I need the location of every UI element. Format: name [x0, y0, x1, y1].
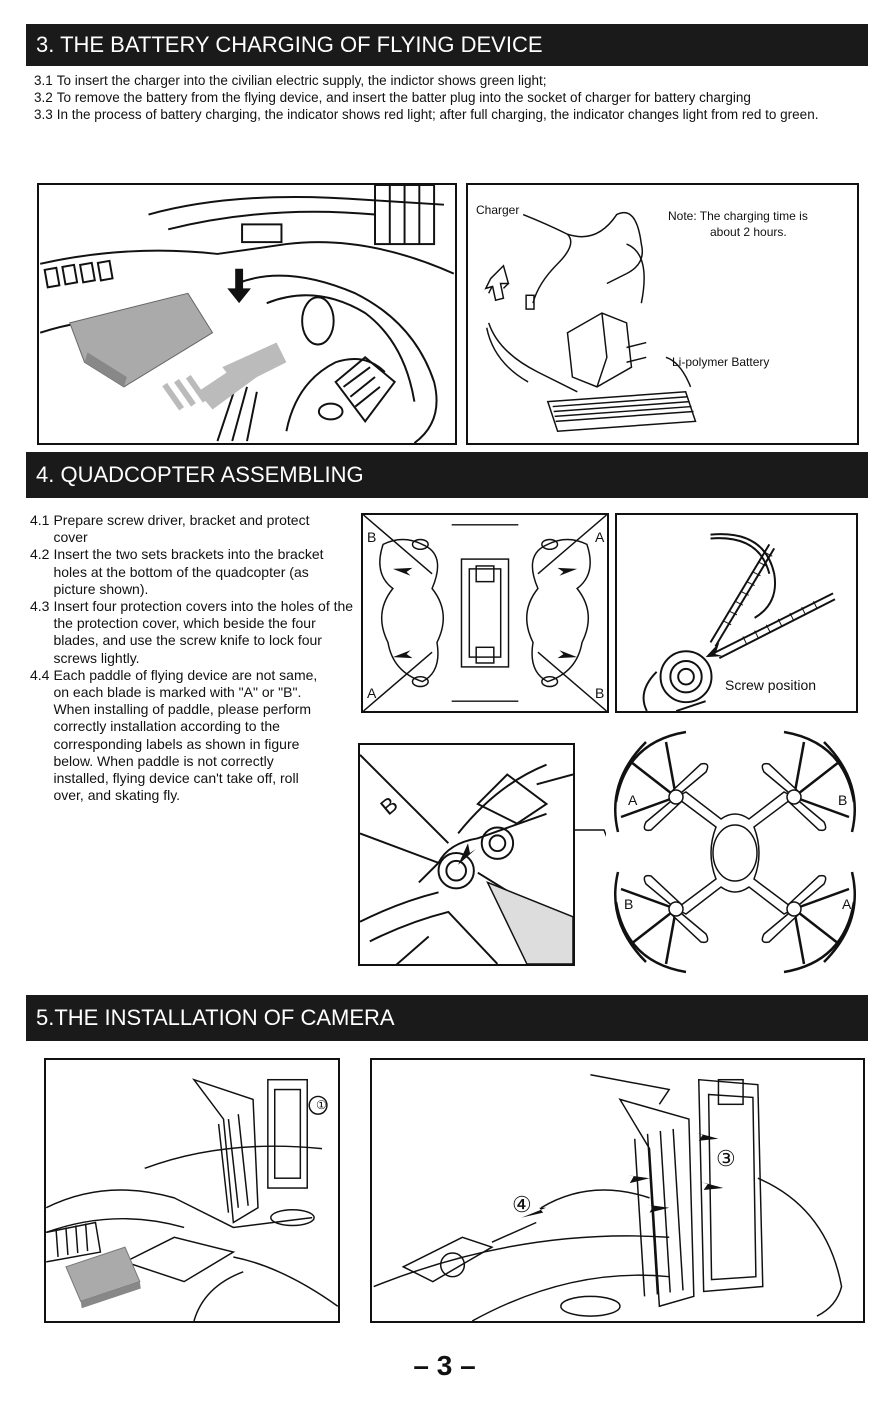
step-text: Prepare screw driver, bracket and protec… — [53, 512, 310, 546]
protection-cover-screw-illustration: Screw position — [615, 513, 858, 713]
step-number: 3.3 — [34, 107, 53, 122]
bracket-drawing — [363, 515, 607, 711]
step-4-2: 4.2 Insert the two sets brackets into th… — [30, 546, 355, 598]
camera-installation-step-2-illustration: ③ ④ — [370, 1058, 865, 1323]
step-3-2: 3.2 To remove the battery from the flyin… — [34, 89, 864, 106]
bracket-insertion-illustration: B A A B — [361, 513, 609, 713]
paddle-closeup-drawing — [360, 754, 573, 964]
battery-insert-drawing — [39, 185, 455, 443]
bracket-label-tl: B — [367, 529, 377, 545]
camera-step-2-drawing — [373, 1074, 843, 1321]
quad-label-bl: B — [624, 896, 634, 912]
screw-position-label: Screw position — [725, 677, 817, 693]
step-number: 4.3 — [30, 598, 50, 615]
step-number: 4.4 — [30, 666, 50, 683]
step-4-3: 4.3 Insert four protection covers into t… — [30, 598, 355, 667]
charger-drawing — [484, 211, 697, 432]
step-number: 4.1 — [30, 512, 50, 528]
step-4-4: 4.4 Each paddle of flying device are not… — [30, 667, 355, 805]
section-4-title: 4. QUADCOPTER ASSEMBLING — [36, 462, 364, 487]
quad-label-tr: B — [838, 792, 848, 808]
step-text: Each paddle of flying device are not sam… — [53, 666, 318, 804]
bracket-label-bl: A — [367, 685, 377, 701]
charging-note-line2: about 2 hours. — [710, 225, 787, 239]
step-text: To insert the charger into the civilian … — [56, 73, 547, 88]
battery-label: Li-polymer Battery — [672, 355, 770, 369]
step-text: To remove the battery from the flying de… — [56, 90, 751, 105]
step-number: 3.2 — [34, 90, 53, 105]
section-4-header: 4. QUADCOPTER ASSEMBLING — [26, 452, 868, 498]
quad-label-tl: A — [628, 792, 638, 808]
bracket-label-br: B — [595, 685, 605, 701]
camera-step-1-drawing — [46, 1078, 338, 1321]
step-text: Insert four protection covers into the h… — [53, 598, 354, 666]
step-number: 3.1 — [34, 73, 53, 88]
step-number: 4.2 — [30, 546, 50, 563]
screw-drawing — [642, 533, 836, 711]
camera-step-3-marker: ③ — [716, 1146, 736, 1171]
step-text: Insert the two sets brackets into the br… — [53, 546, 324, 597]
quadcopter-top-drawing — [614, 730, 856, 974]
section-3-header: 3. THE BATTERY CHARGING OF FLYING DEVICE — [26, 24, 868, 66]
section-5-header: 5.THE INSTALLATION OF CAMERA — [26, 995, 868, 1041]
paddle-closeup-illustration: B — [358, 743, 575, 966]
step-3-1: 3.1 To insert the charger into the civil… — [34, 72, 864, 89]
step-3-3: 3.3 In the process of battery charging, … — [34, 106, 864, 123]
section-3-steps: 3.1 To insert the charger into the civil… — [34, 72, 864, 123]
step-text: In the process of battery charging, the … — [56, 107, 819, 122]
camera-step-1-marker: ① — [316, 1098, 327, 1112]
charger-label: Charger — [476, 203, 520, 217]
charging-note-line1: Note: The charging time is — [668, 209, 808, 223]
section-5-title: 5.THE INSTALLATION OF CAMERA — [36, 1005, 395, 1030]
bracket-label-tr: A — [595, 529, 605, 545]
quadcopter-top-view-illustration: A B B A — [606, 722, 864, 984]
section-3-title: 3. THE BATTERY CHARGING OF FLYING DEVICE — [36, 32, 543, 57]
camera-installation-step-1-illustration: ① — [44, 1058, 340, 1323]
camera-step-4-marker: ④ — [512, 1192, 532, 1217]
quad-label-br: A — [842, 896, 852, 912]
step-4-1: 4.1 Prepare screw driver, bracket and pr… — [30, 512, 355, 546]
battery-insert-illustration — [37, 183, 457, 445]
section-4-steps: 4.1 Prepare screw driver, bracket and pr… — [30, 512, 355, 804]
charger-illustration: Charger Note: The charging time is about… — [466, 183, 859, 445]
page-number: – 3 – — [413, 1350, 476, 1381]
